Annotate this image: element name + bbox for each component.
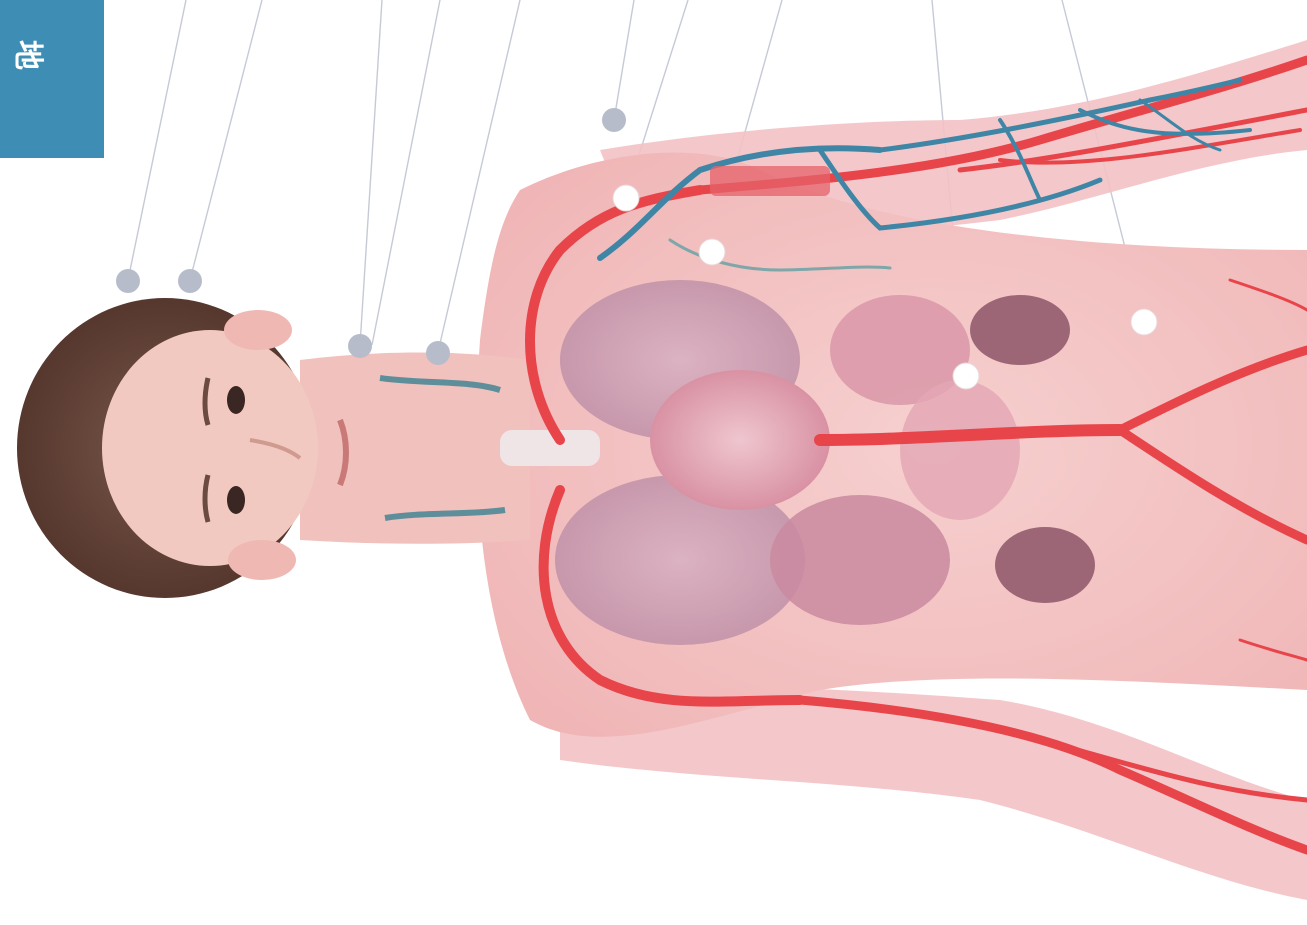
leader-line [190, 0, 262, 280]
leader-line [360, 0, 382, 345]
marker-dot [116, 269, 140, 293]
kidney [970, 295, 1070, 365]
leader-line [128, 0, 186, 280]
eye [227, 386, 245, 414]
eye [227, 486, 245, 514]
torso [477, 153, 1307, 737]
marker-dot [953, 363, 979, 389]
trachea [500, 430, 600, 466]
marker-dot [699, 239, 725, 265]
marker-dot [1131, 309, 1157, 335]
marker-dot [602, 108, 626, 132]
arm-muscle-patch [710, 166, 830, 196]
heart [650, 370, 830, 510]
marker-dot [348, 334, 372, 358]
marker-dot [178, 269, 202, 293]
kidney [995, 527, 1095, 603]
corner-tab: 地 [0, 0, 104, 158]
head [17, 298, 346, 598]
leader-line [372, 0, 440, 345]
ear [228, 540, 296, 580]
intestine [900, 380, 1020, 520]
ear [224, 310, 292, 350]
marker-dot [426, 341, 450, 365]
marker-dot [613, 185, 639, 211]
leader-line [614, 0, 634, 120]
tab-label: 地 [11, 40, 44, 70]
liver [770, 495, 950, 625]
